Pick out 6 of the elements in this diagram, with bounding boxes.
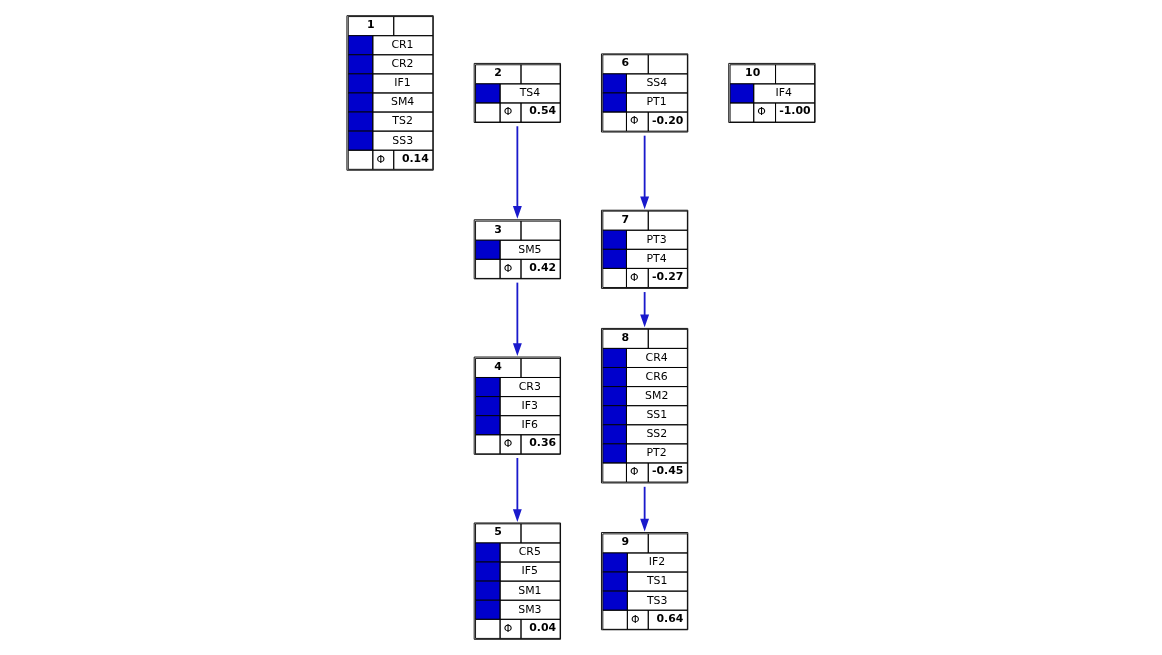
arrow <box>512 125 522 219</box>
arrow <box>512 281 522 356</box>
arrow <box>640 485 650 532</box>
arrow <box>512 457 522 522</box>
arrow <box>640 291 650 328</box>
arrow <box>640 134 650 210</box>
